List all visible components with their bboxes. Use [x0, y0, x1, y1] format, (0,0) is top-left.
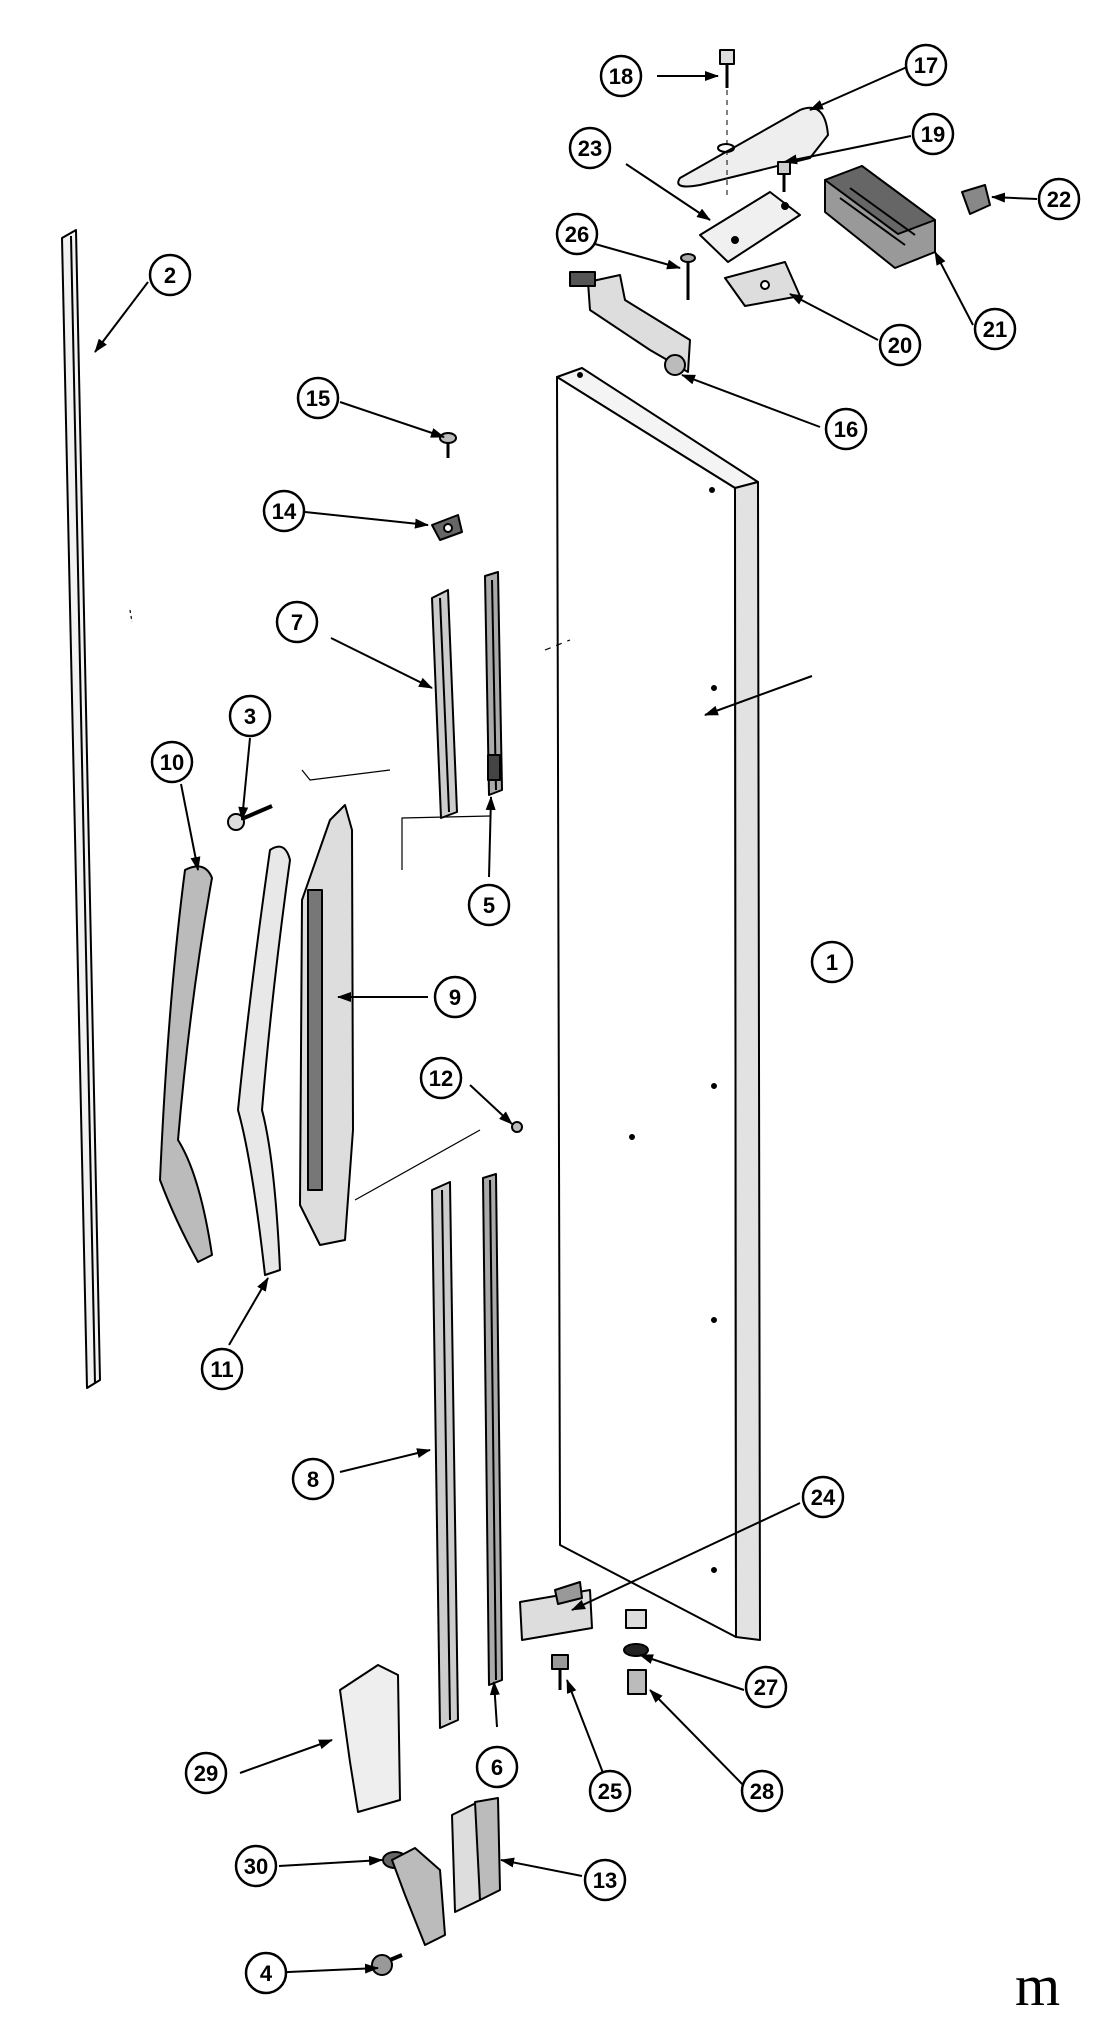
- part-13-bracket: [451, 1797, 501, 1913]
- part-22-clip: [961, 184, 991, 215]
- callout-25: 25: [598, 1779, 622, 1804]
- part-3-screw: [227, 804, 273, 831]
- part-16-hinge-arm: [569, 271, 691, 376]
- callout-7: 7: [291, 610, 303, 635]
- part-14-block: [431, 514, 463, 541]
- part-29-cover: [339, 1664, 401, 1813]
- part-21-hinge-block: [824, 165, 936, 269]
- callout-28: 28: [750, 1779, 774, 1804]
- callout-circle-16: [824, 407, 868, 451]
- part-11-handle-strip: [237, 845, 291, 1276]
- callout-labels: 1 2 3 4 5 6 7 8 9 10 11 12 13 14 15 16 1…: [160, 53, 1071, 1986]
- part-10-handle-piece: [159, 865, 213, 1263]
- callout-circle-20: [878, 323, 922, 367]
- callout-circle-29: [184, 1751, 228, 1795]
- part-18-screw: [719, 49, 735, 200]
- callout-circles: [148, 43, 1081, 1995]
- callout-16: 16: [834, 417, 858, 442]
- callout-circle-26: [555, 212, 599, 256]
- callout-13: 13: [593, 1868, 617, 1893]
- callout-19: 19: [921, 122, 945, 147]
- callout-26: 26: [565, 222, 589, 247]
- part-19-screw: [777, 161, 791, 192]
- leader-lines: [94, 66, 1038, 1974]
- part-8-lower-trim: [431, 1181, 459, 1729]
- callout-circle-22: [1037, 177, 1081, 221]
- part-6-lower-rail: [482, 1173, 503, 1686]
- part-17-hinge-cover: [677, 106, 829, 188]
- callout-circle-28: [740, 1769, 784, 1813]
- part-23-hinge-plate: [699, 191, 801, 263]
- callout-circle-23: [568, 126, 612, 170]
- callout-17: 17: [914, 53, 938, 78]
- part-12-fastener: [511, 1121, 523, 1133]
- callout-circle-6: [475, 1745, 519, 1789]
- callout-circle-30: [234, 1844, 278, 1888]
- callout-circle-3: [228, 694, 272, 738]
- callout-circle-13: [583, 1858, 627, 1902]
- callout-circle-8: [291, 1457, 335, 1501]
- callout-circle-9: [433, 975, 477, 1019]
- footer-code: m: [1015, 1953, 1060, 2018]
- callout-11: 11: [210, 1357, 233, 1382]
- callout-30: 30: [244, 1854, 268, 1879]
- callout-29: 29: [194, 1761, 218, 1786]
- callout-8: 8: [307, 1467, 319, 1492]
- callout-21: 21: [983, 317, 1007, 342]
- part-4-screw: [371, 1953, 403, 1976]
- callout-18: 18: [609, 64, 633, 89]
- callout-14: 14: [272, 499, 297, 524]
- callout-circle-18: [599, 54, 643, 98]
- part-9-handle-body: [299, 804, 354, 1246]
- callout-3: 3: [244, 704, 256, 729]
- part-2-trim-strip: [61, 229, 101, 1389]
- callout-circle-11: [200, 1347, 244, 1391]
- callout-circle-10: [150, 740, 194, 784]
- part-24-bracket: [519, 1581, 593, 1641]
- part-1-door-panel: [556, 367, 761, 1641]
- callout-circle-19: [911, 112, 955, 156]
- part-30-hinge: [382, 1847, 446, 1946]
- callout-10: 10: [160, 750, 184, 775]
- callout-9: 9: [449, 985, 461, 1010]
- callout-15: 15: [306, 386, 330, 411]
- callout-5: 5: [483, 893, 495, 918]
- callout-circle-14: [262, 489, 306, 533]
- callout-6: 6: [491, 1755, 503, 1780]
- callout-circle-24: [801, 1475, 845, 1519]
- callout-20: 20: [888, 333, 912, 358]
- part-20-gasket: [724, 261, 801, 307]
- callout-circle-7: [275, 600, 319, 644]
- callout-circle-27: [744, 1665, 788, 1709]
- callout-12: 12: [429, 1066, 453, 1091]
- callout-circle-15: [296, 376, 340, 420]
- callout-circle-1: [810, 940, 854, 984]
- callout-circle-4: [244, 1951, 288, 1995]
- callout-circle-17: [904, 43, 948, 87]
- callout-circle-5: [467, 883, 511, 927]
- callout-circle-12: [419, 1056, 463, 1100]
- assembly-lines: [129, 609, 571, 1201]
- callout-22: 22: [1047, 187, 1071, 212]
- part-26-pin: [680, 253, 696, 300]
- part-28-pin: [627, 1669, 647, 1695]
- callout-circle-21: [973, 307, 1017, 351]
- part-5-upper-rail: [484, 571, 503, 796]
- part-25-bolt: [551, 1654, 569, 1690]
- callout-circle-2: [148, 253, 192, 297]
- part-27-washer: [623, 1609, 649, 1657]
- part-7-upper-trim: [431, 589, 458, 819]
- callout-27: 27: [754, 1675, 778, 1700]
- callout-circle-25: [588, 1769, 632, 1813]
- callout-24: 24: [811, 1485, 836, 1510]
- callout-23: 23: [578, 136, 602, 161]
- callout-1: 1: [826, 950, 838, 975]
- callout-4: 4: [260, 1961, 273, 1986]
- callout-2: 2: [164, 263, 176, 288]
